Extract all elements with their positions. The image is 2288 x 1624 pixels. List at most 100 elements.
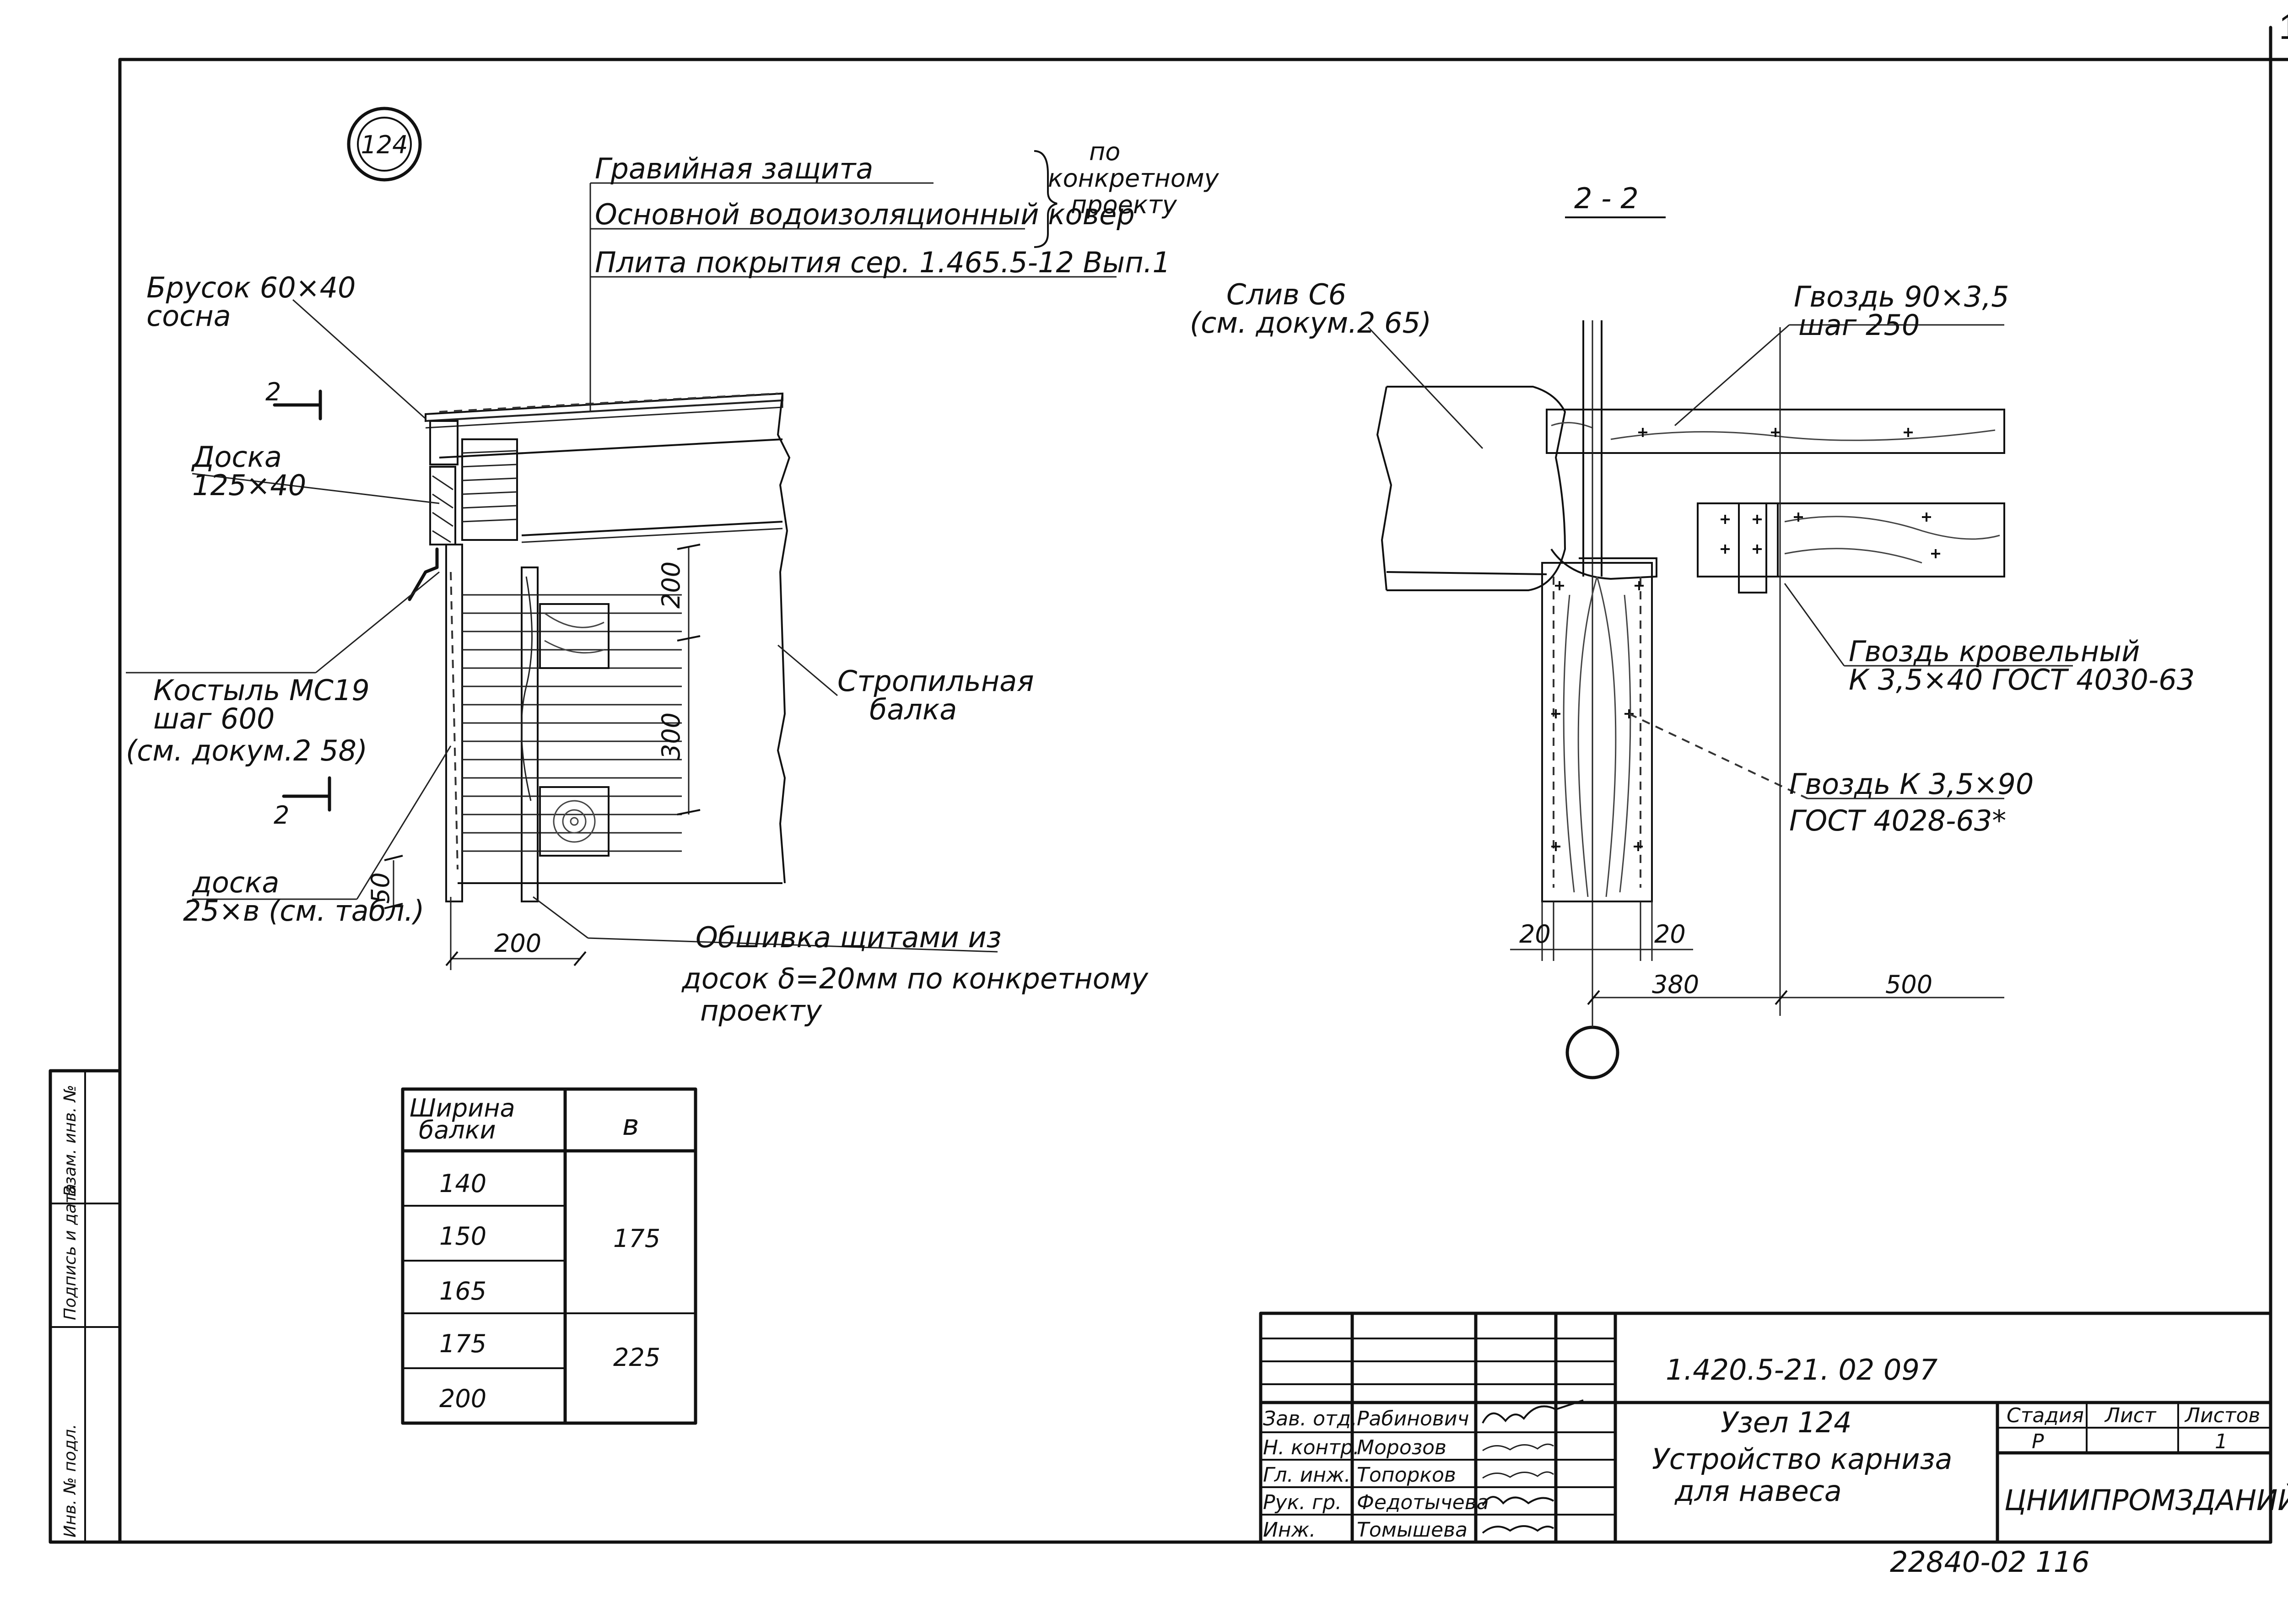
dim-50: 50 [366,872,395,904]
label-board-25-line2: 25×в (см. табл.) [183,894,424,928]
dim-200-top: 200 [657,561,685,609]
section-title: 2 - 2 [1574,182,1639,215]
dim-200-bottom: 200 [494,929,541,958]
leader-lines-left [126,150,1117,953]
table-width-cell: 175 [439,1329,486,1358]
dim-380: 380 [1652,970,1699,999]
dimensions-left [384,544,701,970]
label-by-project-line3: проекту [1071,190,1177,219]
person-name: Рабинович [1357,1407,1469,1430]
label-bar-line1: Брусок 60×40 [146,271,356,304]
label-sheathing: Обшивка щитами из досок δ=20мм по конкре… [681,921,1157,1027]
drawing-title-line3: для навеса [1674,1474,1842,1508]
table-header-width-line1: Ширина [410,1094,515,1122]
dim-20-right: 20 [1654,920,1686,949]
side-stamp-replace: Взам. инв. № [61,1085,80,1197]
stage-value: Р [2032,1430,2044,1453]
sheets-header: Листов [2184,1404,2260,1427]
eave-detail-view: 2 2 [126,137,1220,1027]
dim-300: 300 [657,712,685,760]
side-stamp-signature: Подпись и дата [61,1184,80,1320]
label-bracket: Костыль МС19 шаг 600 (см. докум.2 58) [126,674,378,767]
table-b-cell: 175 [613,1224,660,1253]
label-gutter: Слив С6 (см. докум.2 65) [1190,278,1431,340]
label-nail-90-line1: Гвоздь 90×3,5 [1794,280,2009,313]
doc-code: 1.420.5-21. 02 097 [1666,1353,1937,1387]
organization-name: ЦНИИПРОМЗДАНИЙ [2004,1483,2288,1517]
width-table: Ширина балки в 140 150 165 175 200 175 2… [401,1087,697,1425]
table-width-cell: 150 [439,1222,486,1251]
section-mark-top: 2 [265,378,322,421]
label-roof-nail: Гвоздь кровельный К 3,5×40 ГОСТ 4030-63 [1849,635,2195,696]
nail-markers [1551,428,1940,851]
label-rafter-beam-line1: Стропильная [837,664,1034,698]
table-width-cell: 165 [439,1277,486,1306]
sheet-frame [118,26,2288,1544]
table-b-cell: 225 [613,1343,660,1372]
label-nail-90-line2: шаг 250 [1798,308,1920,342]
role-label: Рук. гр. [1263,1491,1342,1514]
node-marker-label: 124 [361,130,408,159]
label-rafter-beam-line2: балка [869,693,957,726]
label-roof-nail-line2: К 3,5×40 ГОСТ 4030-63 [1849,663,2195,696]
shading-lines [462,594,682,852]
person-name: Топорков [1357,1463,1456,1487]
label-board-25-line1: доска [192,866,279,899]
label-board-125-line1: Доска [191,440,282,474]
section-2-2-view: 2 - 2 [1190,182,2195,1079]
stage-header: Стадия [2007,1404,2084,1427]
sheet-header: Лист [2104,1404,2157,1427]
label-bar: Брусок 60×40 сосна [146,271,365,333]
label-bracket-line3: (см. докум.2 58) [126,734,367,767]
label-gutter-line1: Слив С6 [1226,278,1346,311]
signatures [1482,1399,1584,1534]
table-header-width: Ширина балки [410,1094,523,1144]
dim-20-left: 20 [1519,920,1551,949]
label-bracket-line1: Костыль МС19 [153,674,370,707]
label-nail-k: Гвоздь К 3,5×90 ГОСТ 4028-63* [1789,767,2043,837]
drawing-title: Узел 124 Устройство карниза для навеса [1652,1406,1961,1508]
label-nail-k-line1: Гвоздь К 3,5×90 [1789,767,2034,801]
label-bar-line2: сосна [146,299,231,333]
label-by-project-line1: по [1089,137,1120,166]
section-mark-top-label: 2 [265,378,281,406]
role-label: Гл. инж. [1263,1463,1351,1487]
label-sheathing-line3: проекту [700,994,823,1027]
leader-lines-section [1367,324,2073,1016]
label-roof-nail-line1: Гвоздь кровельный [1849,635,2140,668]
role-label: Инж. [1263,1518,1316,1542]
person-name: Федотычева [1357,1491,1489,1514]
person-name: Морозов [1357,1436,1446,1459]
label-bracket-line2: шаг 600 [153,702,275,735]
section-mark-bottom-label: 2 [274,801,289,830]
label-slab: Плита покрытия сер. 1.465.5-12 Вып.1 [595,246,1171,279]
label-board-125-line2: 125×40 [192,469,306,502]
node-marker: 124 [347,107,422,182]
drawing-title-line1: Узел 124 [1721,1406,1852,1439]
dimensions-section [1510,901,2004,1005]
table-width-cell: 200 [439,1384,486,1413]
label-nail-k-line2: ГОСТ 4028-63* [1789,804,2006,837]
label-sheathing-line2: досок δ=20мм по конкретному [681,962,1149,995]
label-membrane: Основной водоизоляционный ковер [595,198,1135,231]
table-header-b: в [622,1108,639,1142]
page-number: 115 [2279,6,2288,47]
role-label: Н. контр. [1263,1436,1360,1459]
board-hatching [462,450,518,523]
label-by-project-line2: конкретному [1048,164,1220,193]
role-label: Зав. отд. [1263,1407,1357,1430]
side-stamp-inv: Инв. № подл. [61,1424,80,1538]
label-rafter-beam: Стропильная балка [837,664,1043,726]
section-mark-bottom: 2 [274,776,331,830]
table-header-width-line2: балки [419,1116,496,1144]
title-block: 1.420.5-21. 02 097 Зав. отд. Н. контр. Г… [1259,1311,2288,1544]
side-stamp: Инв. № подл. Подпись и дата Взам. инв. № [49,1069,122,1544]
label-sheathing-line1: Обшивка щитами из [696,921,1002,954]
label-board-25: доска 25×в (см. табл.) [183,866,424,928]
table-width-cell: 140 [439,1169,486,1198]
drawing-title-line2: Устройство карниза [1652,1442,1953,1476]
label-nail-90: Гвоздь 90×3,5 шаг 250 [1794,280,2018,342]
dim-500: 500 [1885,970,1932,999]
sheets-value: 1 [2215,1430,2228,1453]
